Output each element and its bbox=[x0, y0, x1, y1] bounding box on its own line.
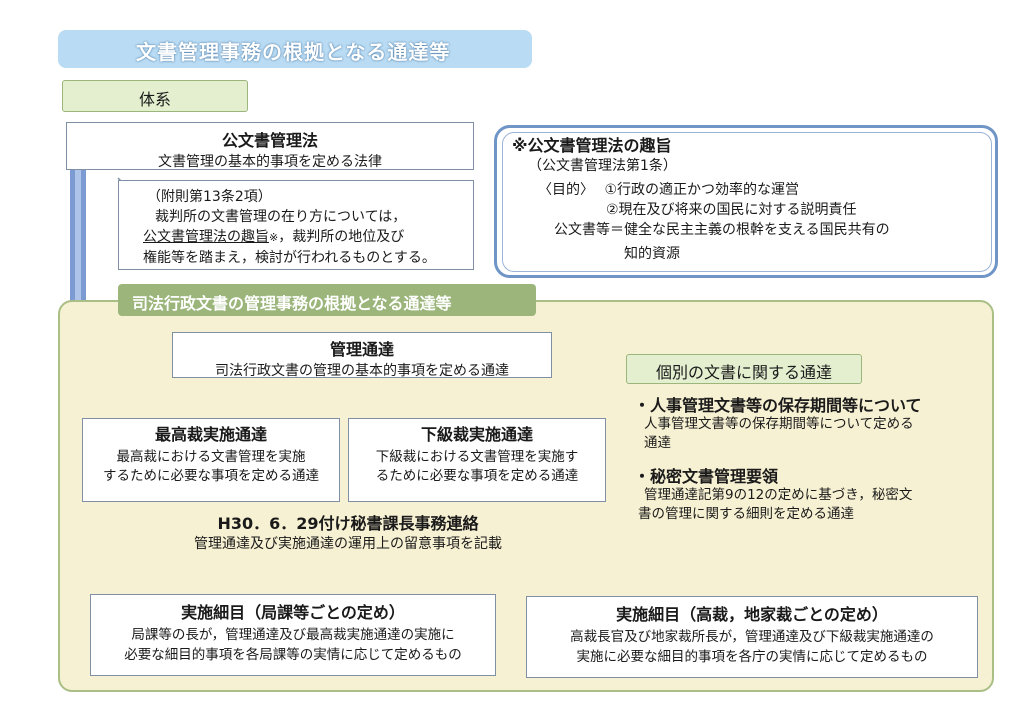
supreme-court-notice-desc2: するために必要な事項を定める通達 bbox=[103, 468, 319, 484]
supplement-line2: ，裁判所の地位及び bbox=[278, 229, 405, 245]
detail-court-desc1: 高裁長官及び地家裁所長が，管理通達及び下級裁実施通達の bbox=[570, 629, 934, 645]
lower-court-notice-desc1: 下級裁における文書管理を実施す bbox=[375, 449, 579, 465]
supplement-line1: 裁判所の文書管理の在り方については， bbox=[155, 209, 407, 225]
purpose-label: 〈目的〉 bbox=[538, 182, 594, 198]
purpose-box-inner bbox=[502, 132, 992, 272]
system-label: 体系 bbox=[62, 80, 248, 112]
supplement-heading: （附則第13条2項） bbox=[147, 189, 272, 205]
individual-notice-list: ・人事管理文書等の保存期間等について 人事管理文書等の保存期間等について定める … bbox=[634, 396, 984, 524]
detail-bureau-box: 実施細目（局課等ごとの定め） 局課等の長が，管理通達及び最高裁実施通達の実施に … bbox=[90, 594, 496, 676]
purpose-definition-line1: 公文書等＝健全な民主主義の根幹を支える国民共有の bbox=[554, 222, 890, 238]
individual-item2-title: ・秘密文書管理要領 bbox=[634, 467, 779, 486]
supreme-court-notice-box: 最高裁実施通達 最高裁における文書管理を実施 するために必要な事項を定める通達 bbox=[82, 418, 340, 502]
supreme-court-notice-title: 最高裁実施通達 bbox=[154, 425, 267, 444]
detail-bureau-title: 実施細目（局課等ごとの定め） bbox=[181, 603, 405, 622]
page-title-banner: 文書管理事務の根拠となる通達等 bbox=[58, 30, 532, 68]
management-notice-desc: 司法行政文書の管理の基本的事項を定める通達 bbox=[215, 363, 509, 379]
supplement-line3: 権能等を踏まえ，検討が行われるものとする。 bbox=[143, 250, 436, 266]
purpose-definition-line2: 知的資源 bbox=[624, 246, 680, 262]
secretary-notice-desc: 管理通達及び実施通達の運用上の留意事項を記載 bbox=[194, 536, 502, 552]
law-title: 公文書管理法 bbox=[221, 131, 318, 150]
purpose-box bbox=[494, 125, 998, 278]
supplement-box: （附則第13条2項） 裁判所の文書管理の在り方については， 公文書管理法の趣旨※… bbox=[118, 180, 474, 270]
law-desc: 文書管理の基本的事項を定める法律 bbox=[158, 154, 382, 170]
supplement-link: 公文書管理法の趣旨 bbox=[143, 229, 269, 245]
purpose-title: ※公文書管理法の趣旨 bbox=[512, 136, 672, 155]
detail-court-title: 実施細目（高裁，地家裁ごとの定め） bbox=[616, 605, 888, 624]
individual-item1-desc2: 通達 bbox=[644, 435, 671, 451]
purpose-item2: ②現在及び将来の国民に対する説明責任 bbox=[606, 202, 857, 218]
secretary-notice: H30．6．29付け秘書課長事務連絡 管理通達及び実施通達の運用上の留意事項を記… bbox=[166, 514, 530, 554]
judicial-section-label: 司法行政文書の管理事務の根拠となる通達等 bbox=[118, 284, 536, 316]
individual-notice-label: 個別の文書に関する通達 bbox=[626, 354, 862, 384]
individual-item2-desc1: 管理通達記第9の12の定めに基づき，秘密文 bbox=[644, 487, 913, 503]
supreme-court-notice-desc1: 最高裁における文書管理を実施 bbox=[116, 449, 306, 465]
individual-item1-title: ・人事管理文書等の保存期間等について bbox=[634, 396, 922, 415]
individual-item1-desc1: 人事管理文書等の保存期間等について定める bbox=[644, 416, 914, 432]
lower-court-notice-title: 下級裁実施通達 bbox=[420, 425, 533, 444]
management-notice-title: 管理通達 bbox=[329, 340, 394, 359]
law-box: 公文書管理法 文書管理の基本的事項を定める法律 bbox=[66, 122, 474, 170]
purpose-content: ※公文書管理法の趣旨 （公文書管理法第1条） 〈目的〉 ①行政の適正かつ効率的な… bbox=[512, 136, 982, 264]
lower-court-notice-box: 下級裁実施通達 下級裁における文書管理を実施す るために必要な事項を定める通達 bbox=[348, 418, 606, 502]
purpose-item1: ①行政の適正かつ効率的な運営 bbox=[604, 182, 800, 198]
secretary-notice-title: H30．6．29付け秘書課長事務連絡 bbox=[217, 514, 479, 533]
individual-item2-desc2: 書の管理に関する細則を定める通達 bbox=[638, 506, 854, 522]
detail-court-desc2: 実施に必要な細目的事項を各庁の実情に応じて定めるもの bbox=[576, 649, 928, 665]
management-notice-box: 管理通達 司法行政文書の管理の基本的事項を定める通達 bbox=[172, 332, 552, 379]
detail-court-box: 実施細目（高裁，地家裁ごとの定め） 高裁長官及び地家裁所長が，管理通達及び下級裁… bbox=[526, 596, 978, 678]
lower-court-notice-desc2: るために必要な事項を定める通達 bbox=[375, 468, 579, 484]
purpose-source: （公文書管理法第1条） bbox=[528, 158, 677, 174]
page-title: 文書管理事務の根拠となる通達等 bbox=[136, 40, 451, 64]
detail-bureau-desc1: 局課等の長が，管理通達及び最高裁実施通達の実施に bbox=[131, 627, 455, 643]
supplement-mark: ※ bbox=[269, 231, 279, 244]
detail-bureau-desc2: 必要な細目的事項を各局課等の実情に応じて定めるもの bbox=[124, 647, 462, 663]
